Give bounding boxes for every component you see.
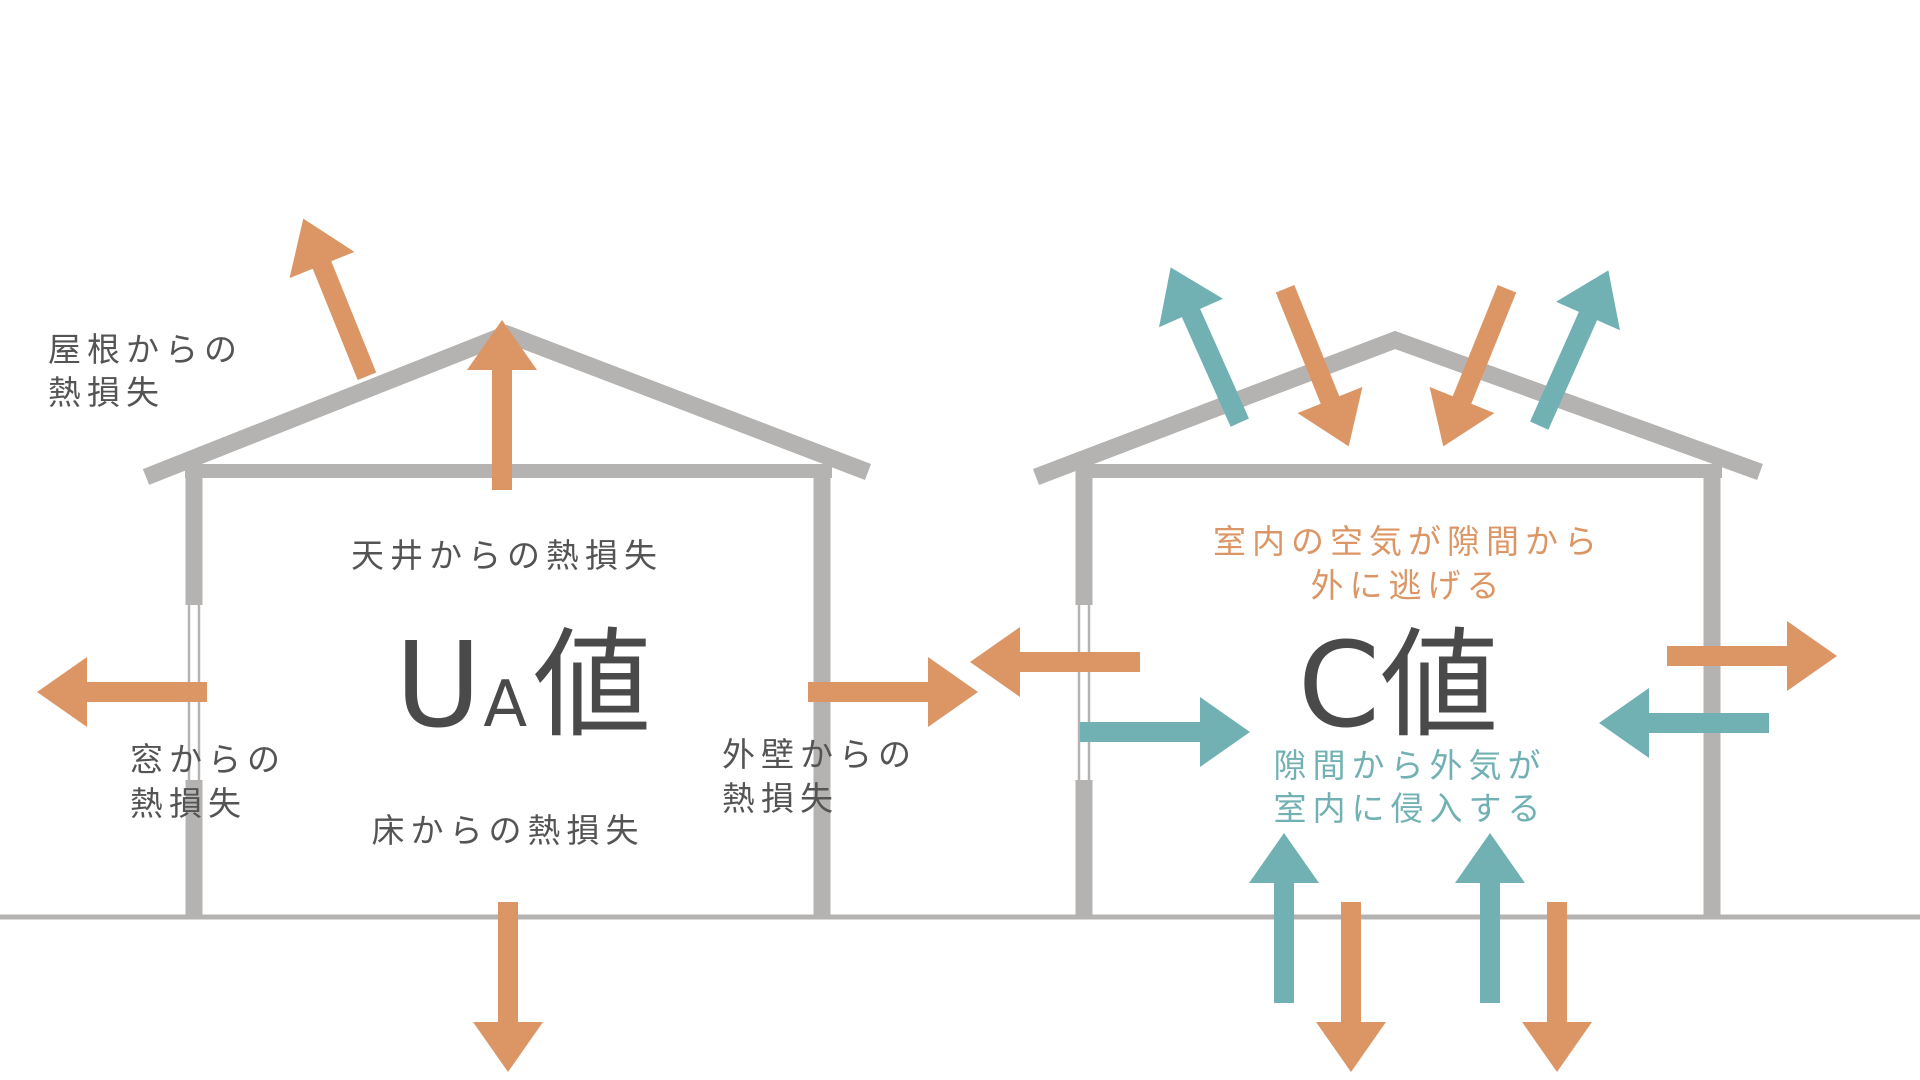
roof-heat-arrow xyxy=(289,218,377,381)
wall-label-line2: 熱損失 xyxy=(722,779,839,818)
escape-label-line1: 室内の空気が隙間から xyxy=(1213,522,1603,561)
roof-label-line2: 熱損失 xyxy=(48,373,165,412)
escape-label-line2: 外に逃げる xyxy=(1311,566,1506,605)
ua-title-a: A xyxy=(483,668,527,742)
window-heat-arrow xyxy=(37,657,207,727)
roof-in-arrow-right xyxy=(1429,284,1517,447)
right-in-arrow xyxy=(1599,688,1769,758)
floor-in-arrow-left xyxy=(1249,833,1319,1003)
roof-out-arrow-left xyxy=(1159,267,1249,427)
c-enter-labels: 隙間から外気が 室内に侵入する xyxy=(1274,746,1547,828)
ua-title-value: 値 xyxy=(533,616,651,754)
ua-labels: 屋根からの 熱損失 天井からの熱損失 窓からの 熱損失 外壁からの 熱損失 床か… xyxy=(48,330,917,850)
left-in-arrow xyxy=(1080,697,1250,767)
enter-label-line1: 隙間から外気が xyxy=(1274,746,1547,785)
enter-label-line2: 室内に侵入する xyxy=(1274,789,1547,828)
ua-heat-arrows xyxy=(37,218,978,1072)
ua-title: UA値 xyxy=(395,616,651,754)
floor-out-arrow-left xyxy=(1316,902,1386,1072)
right-out-arrow xyxy=(1667,621,1837,691)
roof-in-arrow-left xyxy=(1275,284,1363,447)
floor-heat-arrow xyxy=(473,902,543,1072)
window-label-line1: 窓からの xyxy=(130,740,286,779)
ceiling-label: 天井からの熱損失 xyxy=(351,536,663,575)
c-house-structure xyxy=(1032,330,1763,917)
c-title: C値 xyxy=(1298,616,1498,754)
roof-label-line1: 屋根からの xyxy=(48,330,243,369)
floor-label: 床からの熱損失 xyxy=(372,811,645,850)
c-roof xyxy=(1032,330,1763,485)
window-label-line2: 熱損失 xyxy=(130,784,247,823)
floor-in-arrow-right xyxy=(1455,833,1525,1003)
ceiling-heat-arrow xyxy=(467,320,537,490)
ua-title-u: U xyxy=(395,616,481,754)
floor-out-arrow-right xyxy=(1522,902,1592,1072)
wall-heat-arrow xyxy=(808,657,978,727)
c-air-arrows xyxy=(1080,267,1769,1003)
left-out-arrow xyxy=(970,627,1140,697)
c-escape-labels: 室内の空気が隙間から 外に逃げる xyxy=(1213,522,1603,605)
c-heat-arrows xyxy=(970,284,1837,1072)
roof-out-arrow-right xyxy=(1530,270,1620,430)
wall-label-line1: 外壁からの xyxy=(722,735,917,774)
